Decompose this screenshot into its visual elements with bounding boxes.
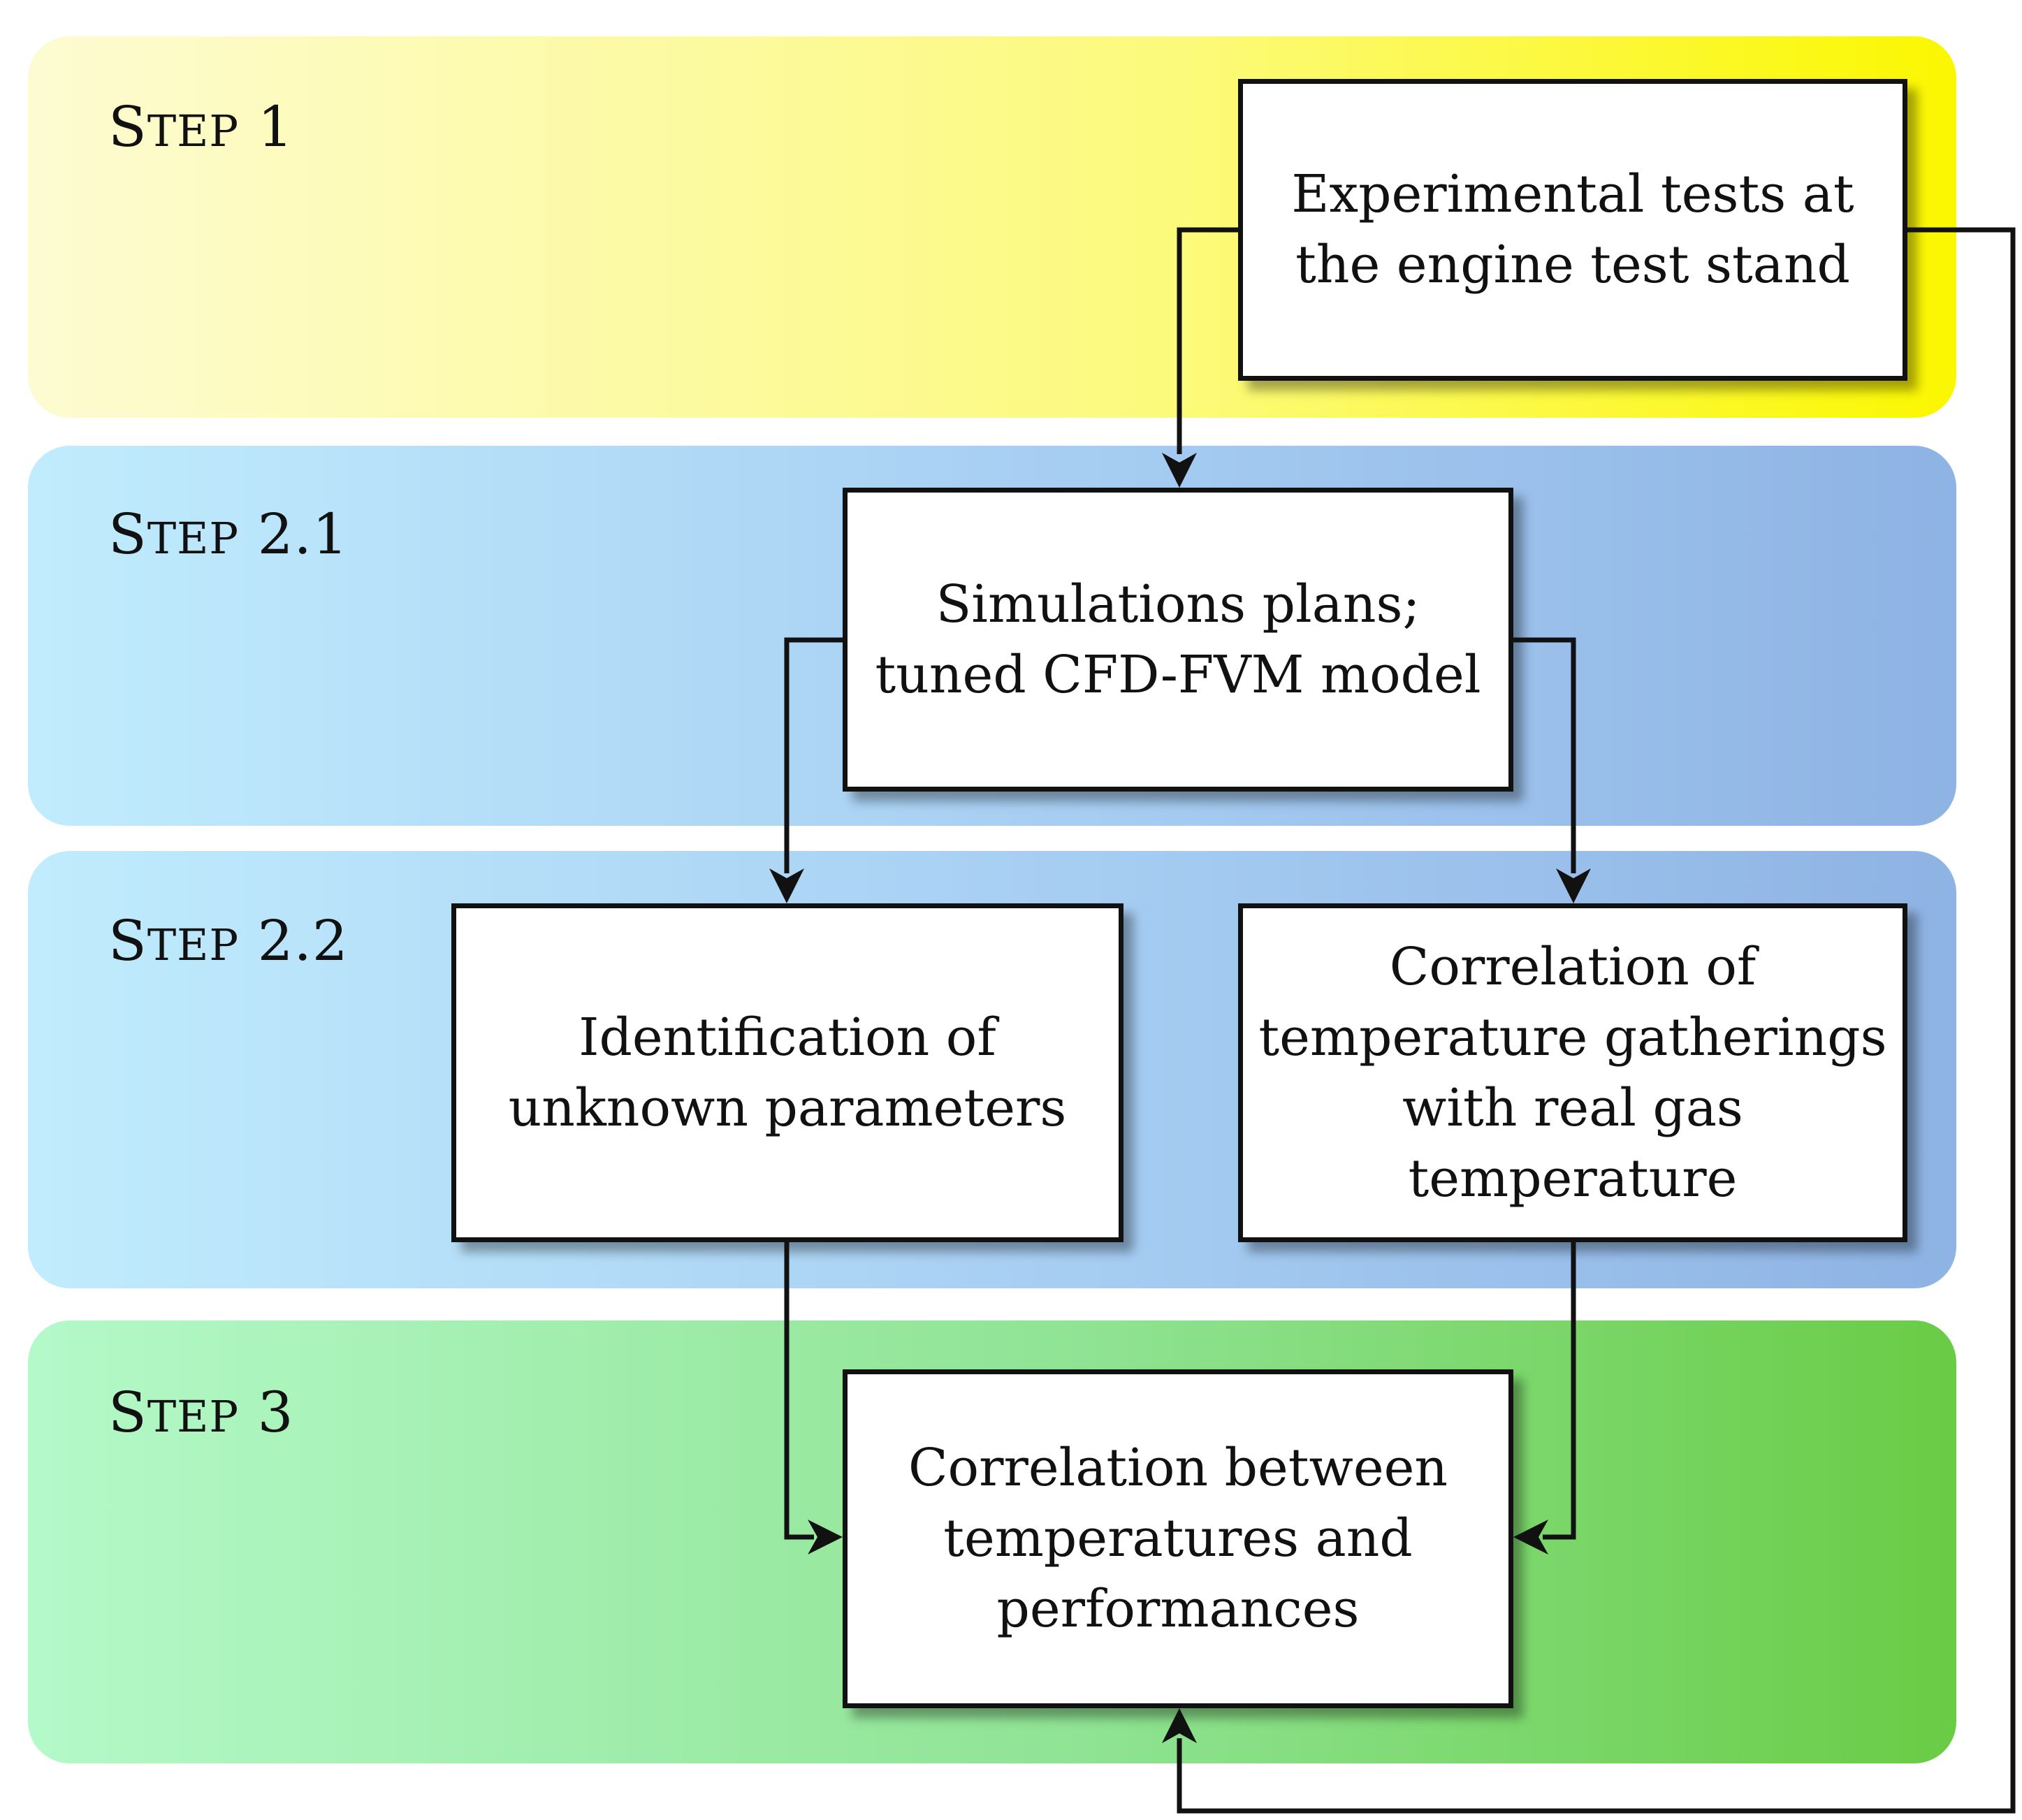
correlation-gas-text: Correlation of temperature gatherings wi… xyxy=(1258,936,1887,1209)
correlation-gas-box: Correlation of temperature gatherings wi… xyxy=(1238,903,1907,1242)
simulations-text: Simulations plans; tuned CFD-FVM model xyxy=(875,574,1481,705)
arrowhead-perf-left xyxy=(808,1520,843,1555)
identification-text: Identification of unknown parameters xyxy=(508,1007,1067,1138)
arrowhead-perf-bottom xyxy=(1162,1708,1197,1743)
step-2-2-label: Step 2.2 xyxy=(108,908,349,973)
arrowhead-perf-right xyxy=(1513,1520,1548,1555)
arrow-correlation-gas-to-correlation-perf xyxy=(1543,1242,1576,1540)
arrow-simulations-to-identification xyxy=(784,637,843,873)
simulations-box: Simulations plans; tuned CFD-FVM model xyxy=(843,488,1513,792)
arrow-identification-to-correlation-perf xyxy=(784,1242,814,1540)
arrow-experimental-to-simulations xyxy=(1177,227,1238,454)
step-3-label: Step 3 xyxy=(108,1380,294,1445)
arrow-simulations-to-correlation-gas xyxy=(1513,637,1576,873)
arrowhead-simulations xyxy=(1162,453,1197,488)
step-1-label: Step 1 xyxy=(108,94,294,159)
step-2-1-label: Step 2.1 xyxy=(108,502,349,567)
arrowhead-correlation-gas xyxy=(1556,868,1591,903)
experimental-tests-text: Experimental tests at the engine test st… xyxy=(1291,164,1854,295)
arrow-experimental-to-correlation-perf xyxy=(1177,227,2016,1814)
correlation-perf-box: Correlation between temperatures and per… xyxy=(843,1369,1513,1708)
identification-box: Identification of unknown parameters xyxy=(451,903,1123,1242)
correlation-perf-text: Correlation between temperatures and per… xyxy=(908,1438,1448,1639)
experimental-tests-box: Experimental tests at the engine test st… xyxy=(1238,79,1907,381)
arrowhead-identification xyxy=(769,868,804,903)
